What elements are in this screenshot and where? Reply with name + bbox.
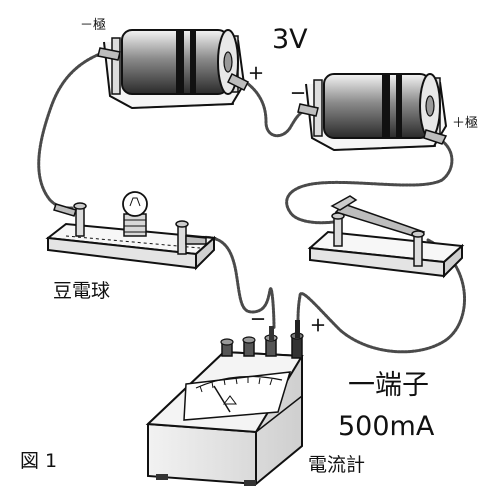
battery-1 <box>97 29 250 110</box>
light-bulb <box>122 191 148 237</box>
wire-battery1-to-battery2 <box>238 76 314 138</box>
positive-pole-label: ＋極 <box>452 116 479 131</box>
battery2-negative-sign: － <box>290 84 307 103</box>
battery-2 <box>297 73 448 152</box>
meter-terminal-1 <box>220 338 234 357</box>
meter-needle <box>213 385 231 413</box>
battery1-positive-sign: ＋ <box>248 64 265 83</box>
wire-battery2-to-switch <box>285 132 454 225</box>
meter-negative-sign: － <box>250 310 267 329</box>
range-label: 500mA <box>338 411 435 442</box>
ammeter-label: 電流計 <box>308 454 366 476</box>
bulb-label: 豆電球 <box>53 280 111 302</box>
wire-switch-to-meter <box>296 238 467 354</box>
meter-terminal-2 <box>242 336 256 357</box>
bulb-board <box>45 191 217 271</box>
voltage-label: 3V <box>272 24 308 55</box>
meter-positive-sign: ＋ <box>310 316 327 335</box>
meter-terminal-4 <box>290 320 304 359</box>
terminal-label: 一端子 <box>348 370 429 401</box>
bulb-terminal-right <box>175 220 207 255</box>
wire-battery1-to-bulb <box>37 46 120 210</box>
bulb-terminal-left <box>53 202 87 237</box>
switch-board <box>307 195 465 279</box>
ammeter <box>145 320 304 486</box>
switch-lever <box>334 203 426 239</box>
wire-bulb-to-meter <box>196 235 276 330</box>
negative-pole-label: －極 <box>80 18 107 33</box>
meter-terminal-3 <box>264 326 278 357</box>
figure-label: 図 1 <box>20 450 58 472</box>
